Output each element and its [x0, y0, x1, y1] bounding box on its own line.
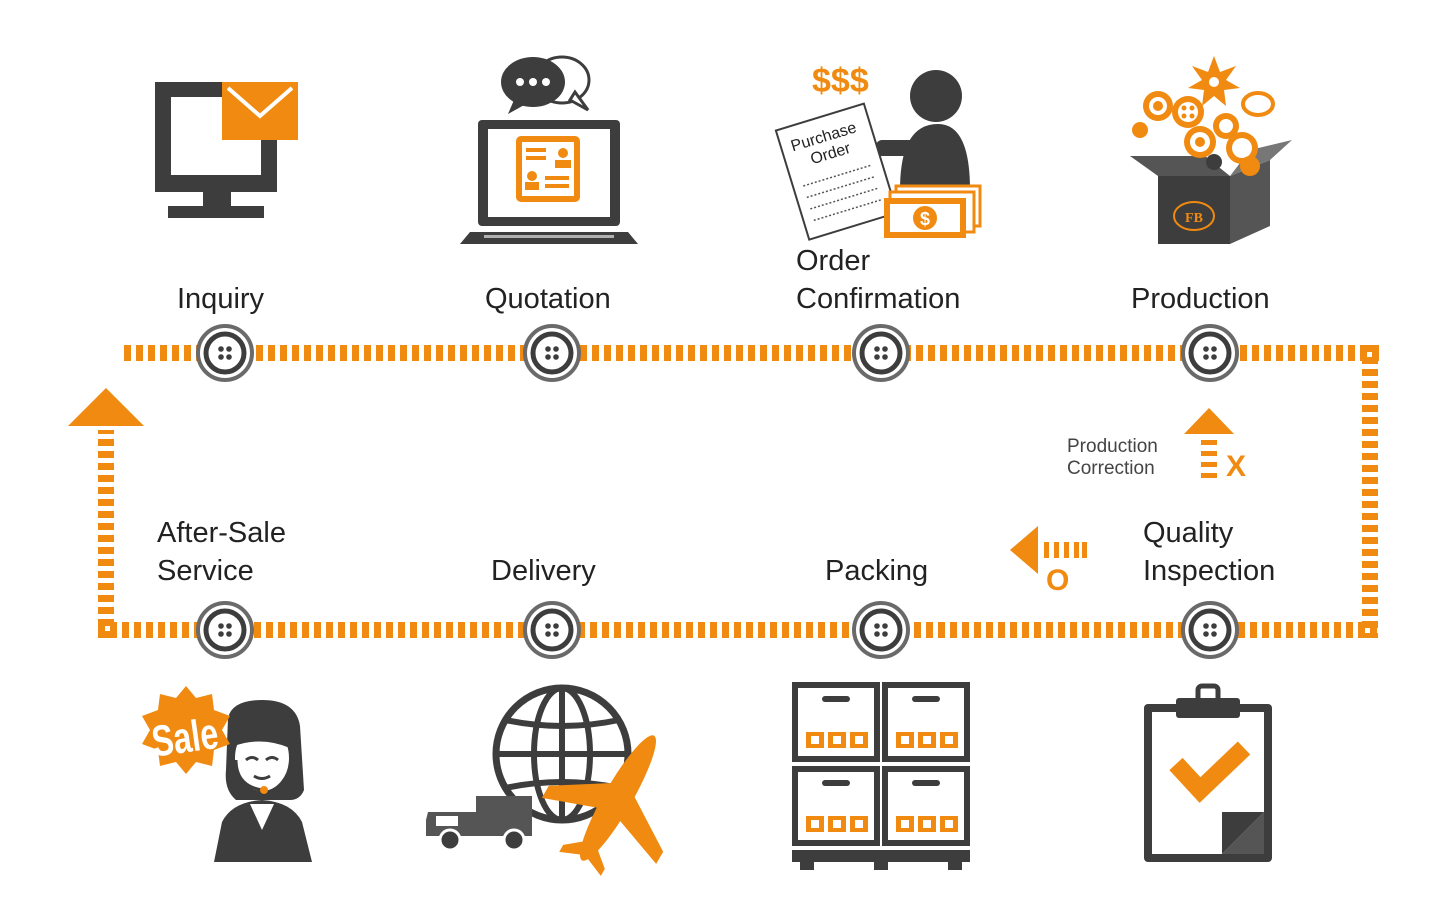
step-node-quality-inspection [1181, 601, 1239, 659]
computer-mail-icon [155, 82, 298, 218]
step-label-quality-inspection: Quality Inspection [1143, 517, 1276, 587]
step-node-packing [852, 601, 910, 659]
money-text: $$$ [812, 62, 869, 100]
left-arrow-icon [1010, 526, 1038, 574]
flow-path [98, 345, 1382, 638]
support-agent-icon: Sale [142, 686, 312, 862]
step-label-packing: Packing [825, 555, 929, 587]
step-node-quotation [523, 324, 581, 382]
fail-mark: X [1226, 450, 1246, 483]
step-label-order-confirmation: Order Confirmation [796, 245, 961, 315]
laptop-chat-icon [460, 55, 638, 244]
up-arrow-icon [1184, 408, 1234, 434]
sale-badge-text: Sale [149, 709, 222, 767]
step-label-delivery: Delivery [491, 555, 596, 587]
step-label-after-sale-service: After-Sale Service [157, 517, 286, 587]
shipping-box-icon [882, 682, 970, 762]
globe-truck-plane-icon [426, 684, 664, 876]
production-correction-line-2: Correction [1067, 458, 1155, 479]
pass-mark: O [1046, 564, 1069, 597]
production-correction-indicator: X O [1010, 408, 1246, 597]
step-node-delivery [523, 601, 581, 659]
dollar-sign: $ [920, 209, 930, 229]
step-label-production: Production [1131, 283, 1270, 315]
step-node-order-confirmation [852, 324, 910, 382]
purchase-order-icon: $$$ Purchase Order $ [774, 62, 982, 241]
shipping-box-icon [792, 682, 880, 762]
production-correction-label: Production Correction [1067, 436, 1158, 480]
box-buttons-icon: FB [1130, 56, 1292, 244]
step-node-after-sale-service [196, 601, 254, 659]
step-label-inquiry: Inquiry [177, 283, 265, 315]
production-correction-line-1: Production [1067, 436, 1158, 457]
step-label-quotation: Quotation [485, 283, 611, 315]
step-node-inquiry [196, 324, 254, 382]
shipping-box-icon [792, 766, 880, 846]
box-logo-text: FB [1185, 211, 1203, 226]
clipboard-check-icon [1144, 683, 1272, 862]
left-up-arrow-icon [68, 388, 144, 426]
shipping-box-icon [882, 766, 970, 846]
step-nodes [196, 324, 1239, 659]
step-node-production [1181, 324, 1239, 382]
pallet-boxes-icon [792, 682, 970, 870]
